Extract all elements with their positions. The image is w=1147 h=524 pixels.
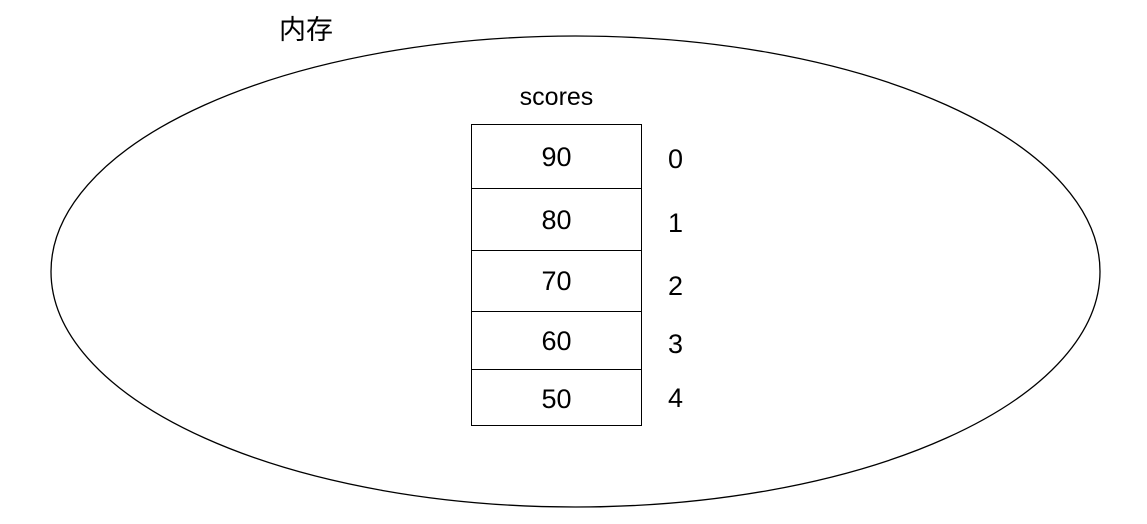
cell-value: 60 <box>541 325 572 356</box>
index-label: 1 <box>668 208 684 238</box>
table-row: 80 <box>472 189 641 251</box>
table-row: 90 <box>472 125 641 189</box>
array-table: 90 80 70 60 50 <box>471 124 642 426</box>
table-row: 50 <box>472 370 641 427</box>
array-name-label: scores <box>519 83 594 111</box>
index-label: 0 <box>668 144 684 174</box>
cell-value: 90 <box>541 141 572 172</box>
table-row: 70 <box>472 251 641 312</box>
cell-value: 80 <box>541 204 572 235</box>
memory-label: 内存 <box>279 15 333 45</box>
index-column: 0 1 2 3 4 <box>642 124 712 426</box>
index-label: 3 <box>668 329 684 359</box>
table-row: 60 <box>472 312 641 370</box>
index-label: 4 <box>668 383 684 413</box>
cell-value: 50 <box>541 383 572 414</box>
index-label: 2 <box>668 271 684 301</box>
cell-value: 70 <box>541 266 572 296</box>
